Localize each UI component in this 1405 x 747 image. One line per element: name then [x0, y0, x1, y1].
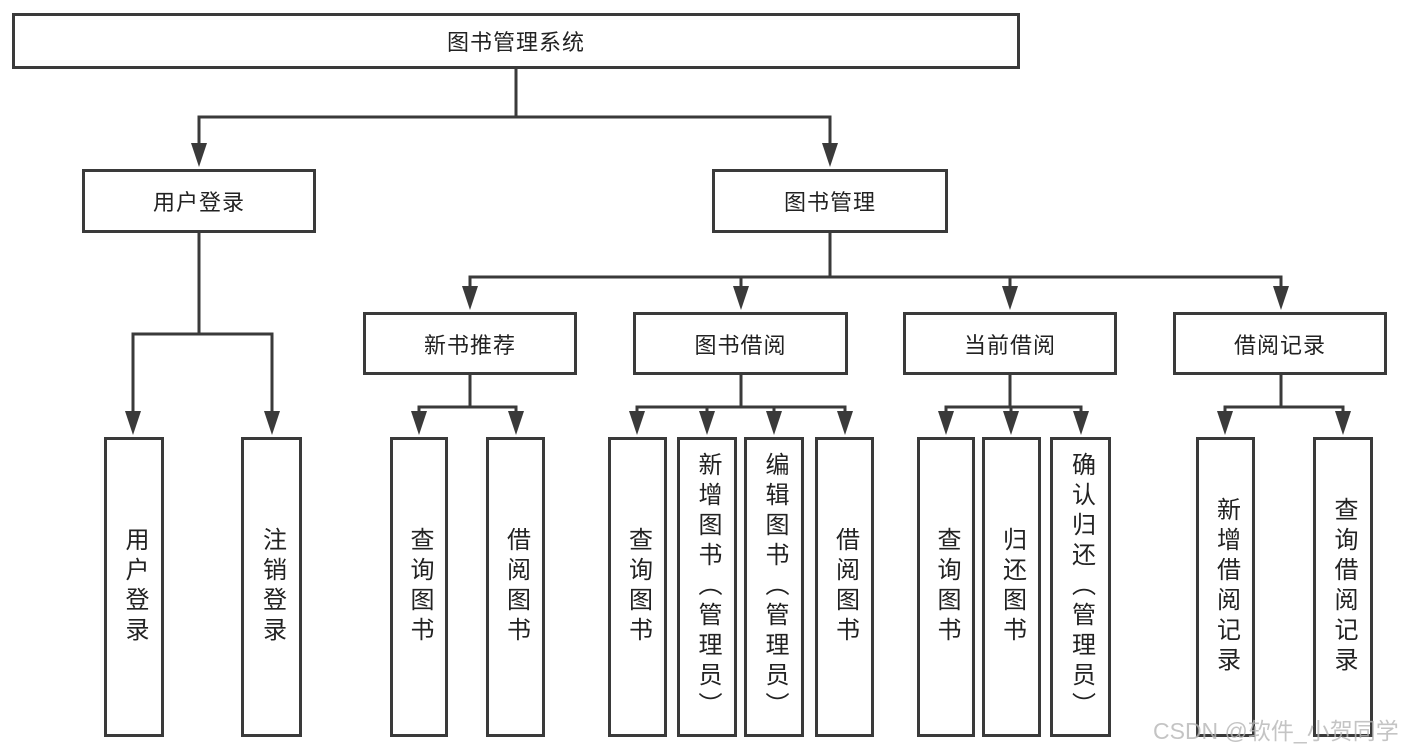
leaf-confirm-return-admin-label: 确认归还（管理员）	[1067, 452, 1095, 722]
node-book-borrowing: 图书借阅	[633, 312, 848, 375]
node-borrowing-records-label: 借阅记录	[1233, 332, 1326, 358]
leaf-query-borrow-record: 查询借阅记录	[1313, 437, 1373, 737]
node-current-borrowing-label: 当前借阅	[963, 332, 1056, 358]
node-new-book-recommendation-label: 新书推荐	[423, 332, 516, 358]
leaf-query-books-borrowing-label: 查询图书	[624, 527, 652, 647]
node-book-borrowing-label: 图书借阅	[694, 332, 787, 358]
arrowheads	[125, 143, 1351, 435]
leaf-add-borrow-record: 新增借阅记录	[1196, 437, 1255, 737]
csdn-watermark: CSDN @软件_小贺同学	[1153, 718, 1399, 744]
node-book-management-label: 图书管理	[783, 190, 876, 215]
leaf-logout: 注销登录	[241, 437, 302, 737]
leaf-borrow-books-borrowing-label: 借阅图书	[831, 527, 859, 647]
leaf-edit-book-admin-label: 编辑图书（管理员）	[761, 452, 788, 722]
leaf-borrow-books-recommend-label: 借阅图书	[502, 527, 530, 647]
leaf-add-book-admin: 新增图书（管理员）	[677, 437, 737, 737]
leaf-confirm-return-admin: 确认归还（管理员）	[1050, 437, 1111, 737]
leaf-add-book-admin-label: 新增图书（管理员）	[694, 452, 721, 722]
leaf-query-books-current: 查询图书	[917, 437, 975, 737]
leaf-query-books-borrowing: 查询图书	[608, 437, 667, 737]
leaf-edit-book-admin: 编辑图书（管理员）	[744, 437, 804, 737]
leaf-logout-label: 注销登录	[258, 527, 286, 647]
leaf-query-books-recommend-label: 查询图书	[406, 527, 433, 647]
node-library-system-label: 图书管理系统	[446, 30, 585, 55]
leaf-user-login: 用户登录	[104, 437, 164, 737]
node-user-login-label: 用户登录	[152, 190, 245, 215]
node-new-book-recommendation: 新书推荐	[363, 312, 577, 375]
node-book-management: 图书管理	[712, 169, 948, 233]
leaf-user-login-label: 用户登录	[121, 527, 148, 647]
node-current-borrowing: 当前借阅	[903, 312, 1117, 375]
node-borrowing-records: 借阅记录	[1173, 312, 1387, 375]
leaf-add-borrow-record-label: 新增借阅记录	[1212, 497, 1240, 677]
leaf-return-books: 归还图书	[982, 437, 1041, 737]
leaf-query-borrow-record-label: 查询借阅记录	[1330, 497, 1357, 677]
leaf-borrow-books-recommend: 借阅图书	[486, 437, 545, 737]
leaf-return-books-label: 归还图书	[998, 527, 1026, 647]
leaf-borrow-books-borrowing: 借阅图书	[815, 437, 874, 737]
leaf-query-books-recommend: 查询图书	[390, 437, 448, 737]
leaf-query-books-current-label: 查询图书	[933, 527, 960, 647]
node-library-system: 图书管理系统	[12, 13, 1020, 69]
node-user-login: 用户登录	[82, 169, 316, 233]
